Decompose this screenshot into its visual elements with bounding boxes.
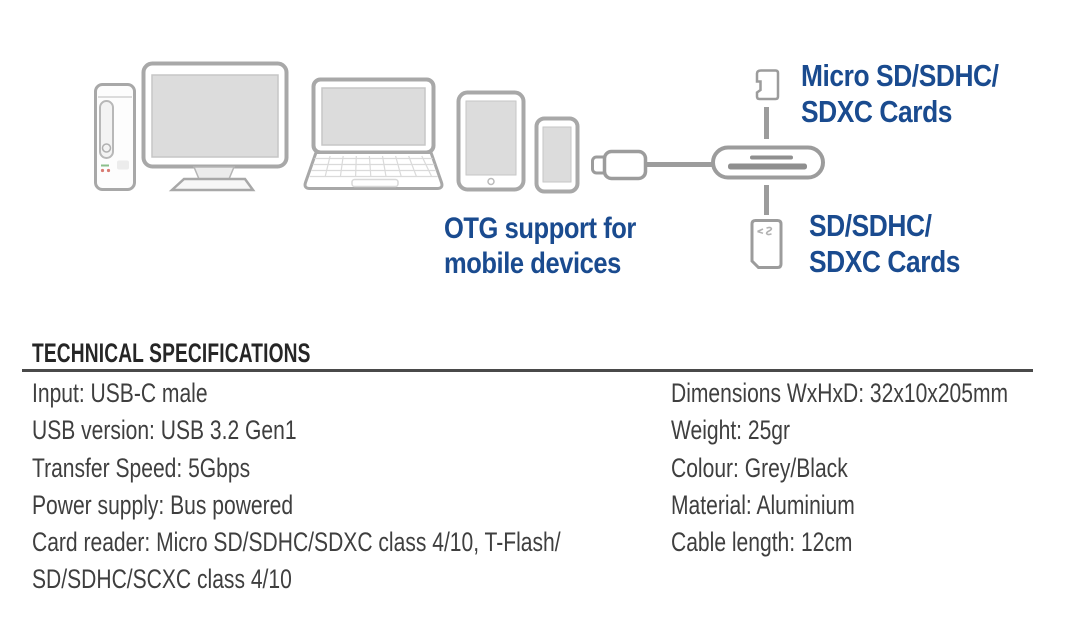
spec-power-supply: Power supply: Bus powered [32, 489, 294, 520]
spec-cable-length: Cable length: 12cm [671, 527, 853, 558]
spec-card-reader-line1: Card reader: Micro SD/SDHC/SDXC class 4/… [32, 527, 561, 558]
otg-caption-line1: OTG support for [444, 212, 636, 245]
sd-caption-line1: SD/SDHC/ [809, 208, 932, 243]
micro-sd-caption-line2: SDXC Cards [801, 94, 952, 129]
sd-logo [757, 226, 773, 236]
spec-card-reader-line2: SD/SDHC/SCXC class 4/10 [32, 564, 292, 595]
specs-left-column: Input: USB-C male USB version: USB 3.2 G… [32, 375, 710, 599]
desktop-tower-icon [94, 83, 136, 191]
sd-caption-line2: SDXC Cards [809, 244, 960, 279]
spec-usb-version: USB version: USB 3.2 Gen1 [32, 415, 297, 446]
specs-divider [22, 369, 1033, 372]
specs-right-column: Dimensions WxHxD: 32x10x205mm Weight: 25… [671, 375, 1072, 561]
micro-sd-connector-line [764, 107, 769, 139]
spec-weight: Weight: 25gr [671, 415, 791, 446]
usb-c-connector-icon [591, 149, 648, 181]
monitor-icon [141, 61, 289, 192]
spec-material: Material: Aluminium [671, 489, 855, 520]
otg-caption: OTG support for mobile devices [444, 211, 636, 281]
spec-colour: Colour: Grey/Black [671, 452, 848, 483]
spec-transfer-speed: Transfer Speed: 5Gbps [32, 452, 251, 483]
spec-input: Input: USB-C male [32, 378, 208, 408]
sd-connector-line [764, 185, 769, 215]
micro-sd-caption: Micro SD/SDHC/ SDXC Cards [801, 58, 999, 130]
laptop-icon [303, 77, 444, 190]
micro-sd-card-icon [755, 69, 780, 101]
card-reader-icon [711, 145, 825, 180]
micro-sd-caption-line1: Micro SD/SDHC/ [801, 58, 999, 93]
connectivity-diagram [94, 61, 825, 269]
smartphone-icon [534, 116, 580, 194]
sd-caption: SD/SDHC/ SDXC Cards [809, 208, 960, 280]
spec-dimensions: Dimensions WxHxD: 32x10x205mm [671, 378, 1009, 408]
sd-card-icon [750, 219, 783, 269]
tablet-icon [456, 90, 526, 192]
otg-caption-line2: mobile devices [444, 247, 621, 280]
specs-title: TECHNICAL SPECIFICATIONS [32, 338, 311, 368]
